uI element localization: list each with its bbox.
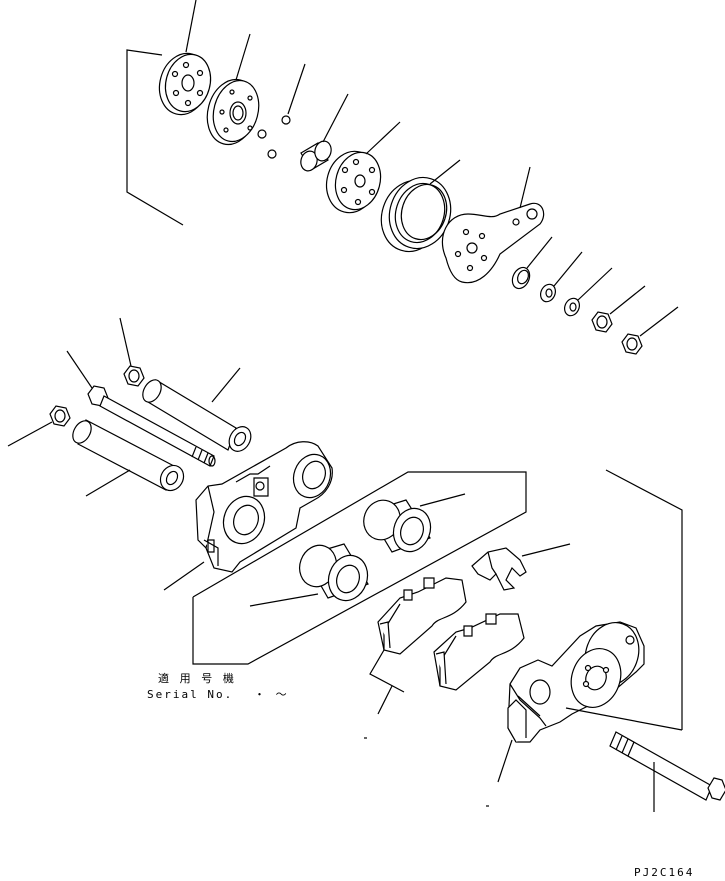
leader-nut-lower <box>8 422 52 446</box>
left-assembly-group <box>8 318 336 590</box>
part-arm-plate <box>442 203 543 282</box>
leader-drilled-disc <box>366 122 400 154</box>
part-bushing-upper <box>358 495 436 557</box>
part-nut-b <box>622 334 642 354</box>
leader-spring-clip <box>522 544 570 556</box>
part-bushing-lower <box>294 540 374 606</box>
center-group-bracket <box>193 472 526 664</box>
part-ball-bearing <box>509 265 533 292</box>
part-ball-a <box>282 116 290 124</box>
serial-number-range: ・ 〜 <box>254 688 289 701</box>
part-ball-b <box>258 130 266 138</box>
pad-leader-bracket <box>370 650 404 692</box>
center-applicable-group <box>193 472 526 664</box>
part-nut-lower <box>50 406 70 426</box>
part-plate-washer <box>153 48 217 120</box>
leader-bearing-plate <box>236 34 250 80</box>
leader-ball-bearing <box>527 237 552 268</box>
leader-bushing-upper <box>420 494 465 506</box>
leader-ring-housing <box>430 160 460 184</box>
leader-nut-a <box>610 286 645 314</box>
leader-nut-upper <box>120 318 131 366</box>
part-bracket-body <box>196 442 336 572</box>
part-long-bolt-right <box>610 732 725 800</box>
leader-bushing-small <box>323 94 348 142</box>
leader-long-bolt <box>67 351 92 388</box>
part-pin-upper <box>139 377 255 456</box>
part-brake-pad-upper <box>378 578 466 654</box>
leader-brake-pads <box>378 686 392 714</box>
part-drilled-disc <box>320 146 387 219</box>
part-spring-clip <box>472 548 526 590</box>
drawing-code: PJ2C164 <box>634 866 695 879</box>
leader-bushing-lower <box>250 594 318 606</box>
leader-ball <box>288 64 305 114</box>
right-assembly-group <box>364 470 725 812</box>
leader-arm-plate <box>520 167 530 208</box>
leader-plate-washer <box>186 0 196 52</box>
part-long-bolt <box>88 386 215 466</box>
leader-pin-upper <box>212 368 240 402</box>
top-assembly-group <box>127 0 678 354</box>
leader-washer-a <box>554 252 582 286</box>
top-group-bracket <box>127 50 183 225</box>
part-bearing-plate <box>200 74 265 150</box>
part-nut-upper <box>124 366 144 386</box>
leader-caliper-assembly <box>498 740 512 782</box>
leader-nut-b <box>640 307 678 336</box>
part-washer-b <box>562 296 582 318</box>
part-pin-lower <box>69 418 188 495</box>
part-nut-a <box>592 312 612 332</box>
right-group-bracket <box>606 470 682 730</box>
right-group-bracket-diagonal <box>566 708 682 730</box>
part-brake-pad-lower <box>434 614 524 690</box>
applicable-machine-label: 適 用 号 機 <box>158 672 236 685</box>
leader-bracket-body <box>164 562 204 590</box>
part-caliper-assembly <box>508 615 647 742</box>
serial-number-label: Serial No. <box>147 688 234 701</box>
part-washer-a <box>538 282 558 304</box>
part-ball-c <box>268 150 276 158</box>
part-bushing-small <box>299 139 334 172</box>
leader-washer-b <box>578 268 612 300</box>
part-ring-housing <box>372 169 459 259</box>
leader-pin-lower <box>86 470 130 496</box>
